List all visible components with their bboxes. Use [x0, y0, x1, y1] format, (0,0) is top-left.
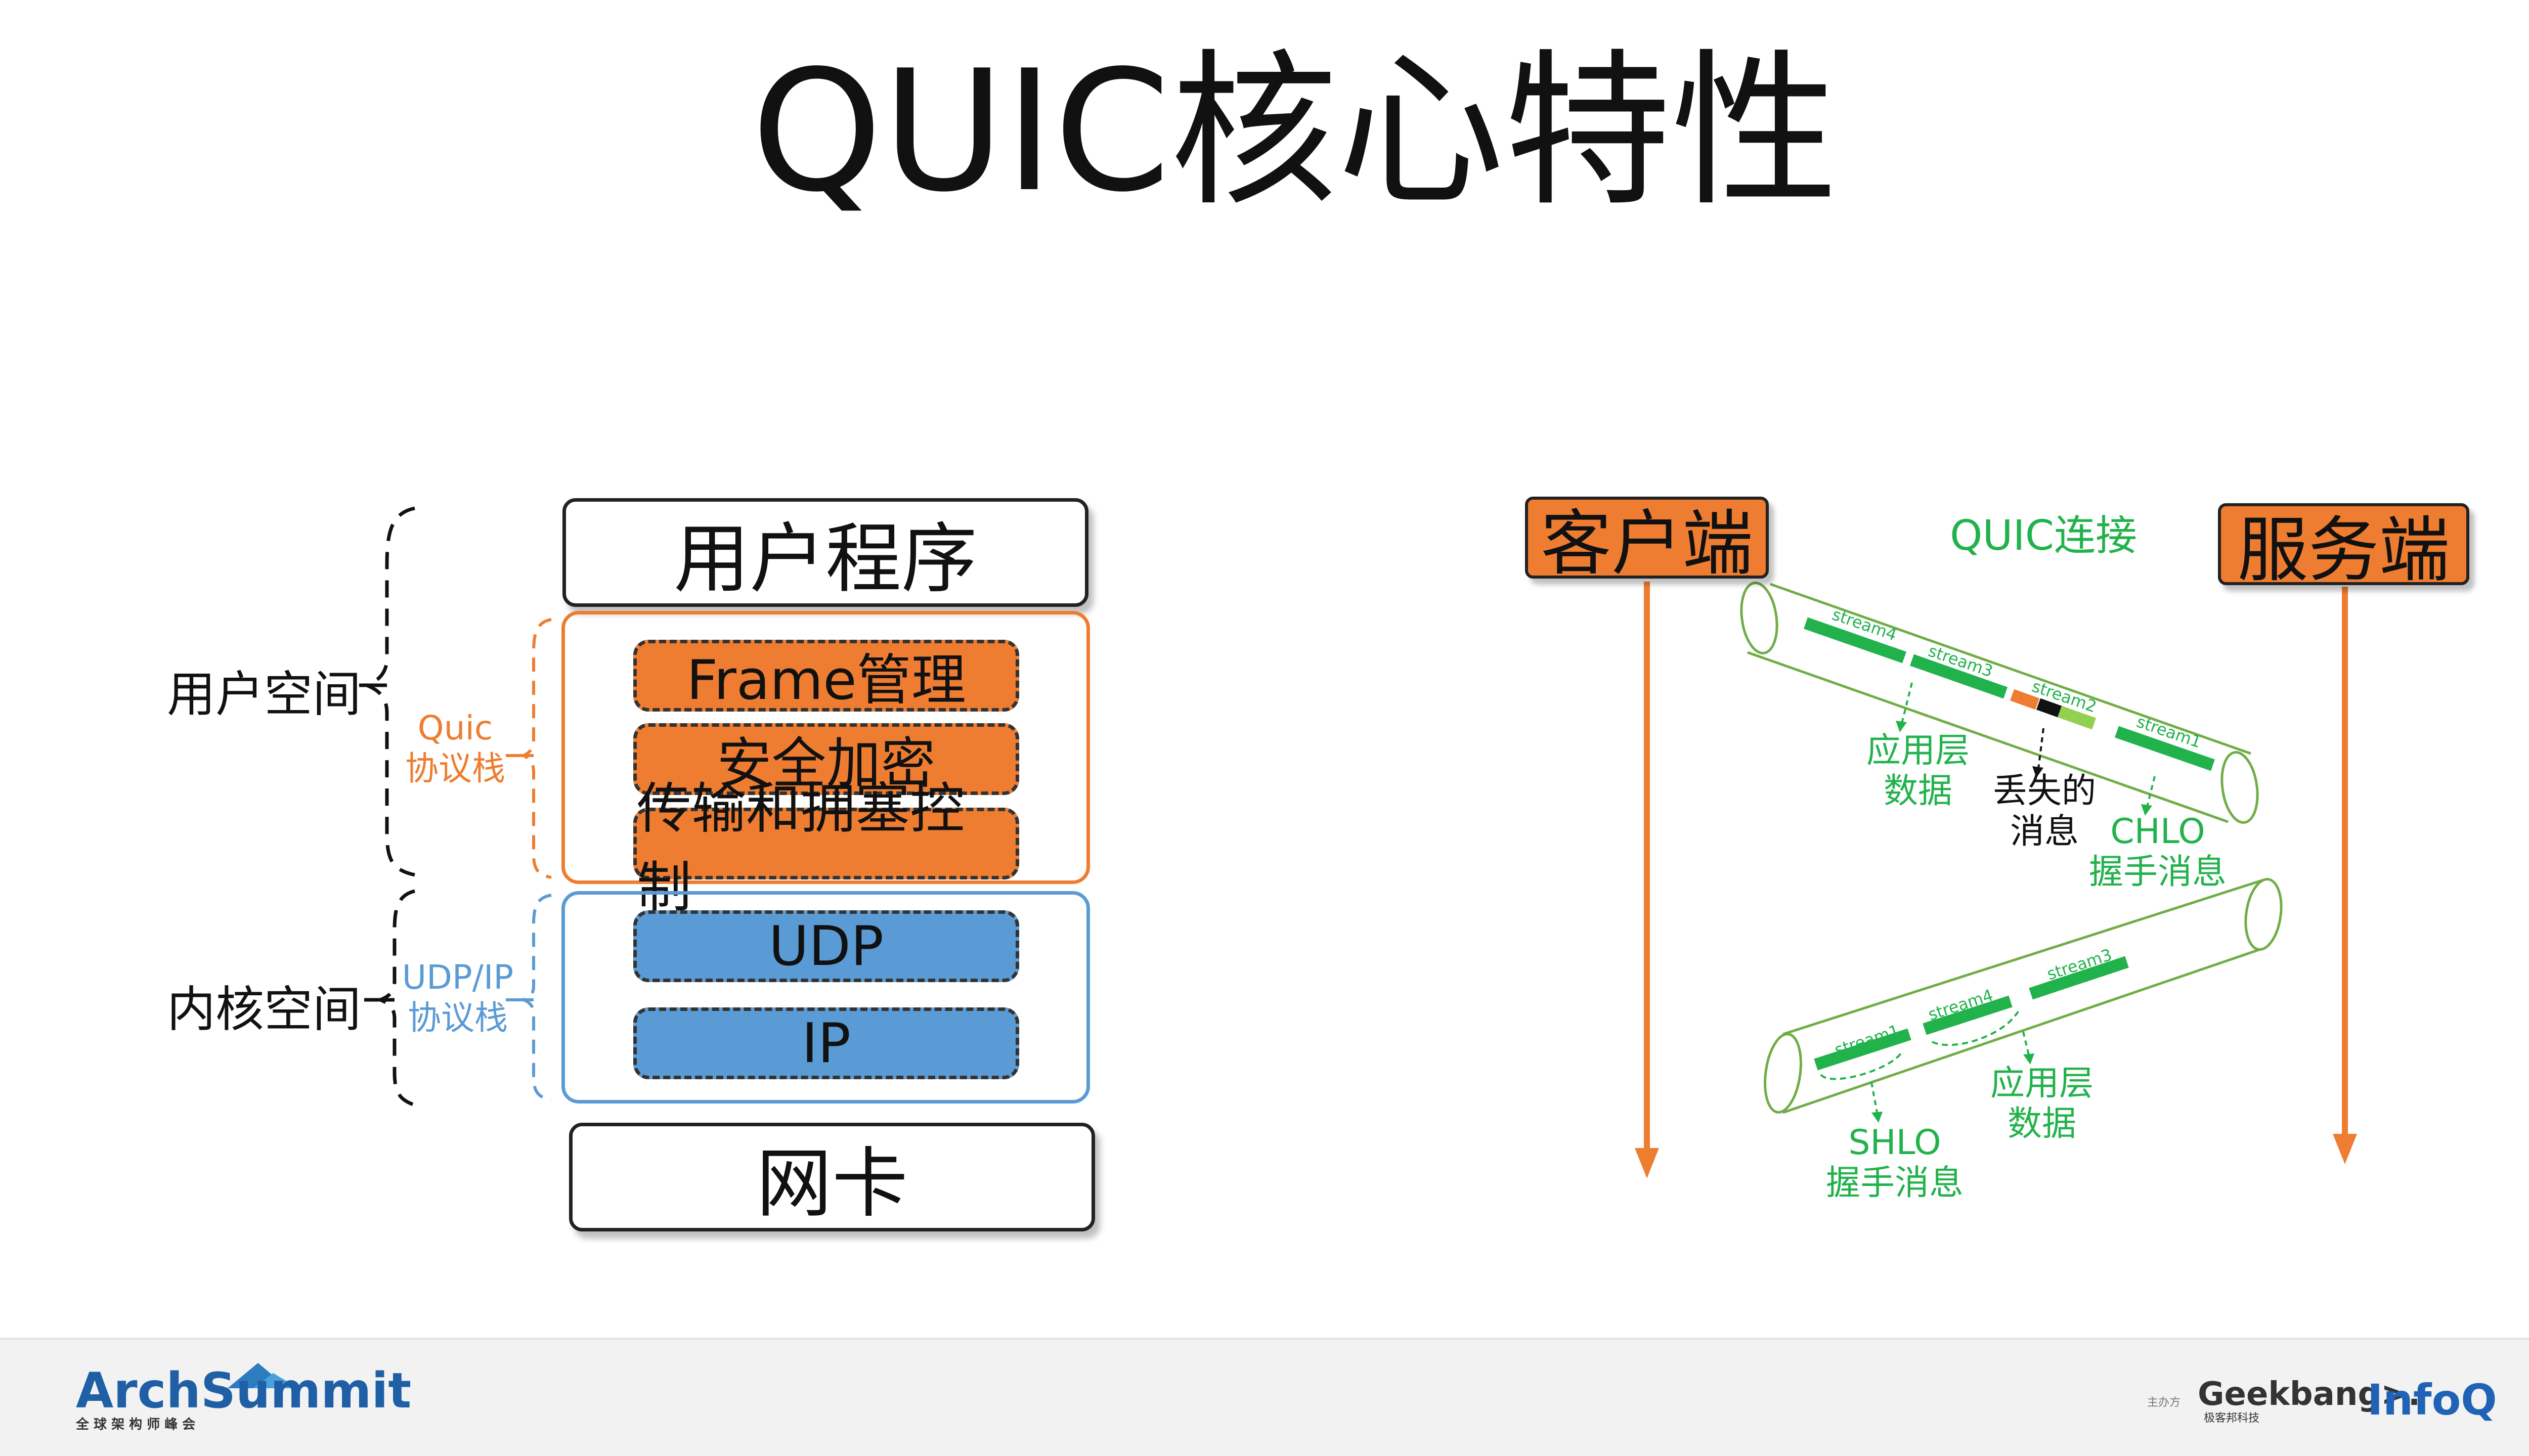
udp-layer: UDP [633, 910, 1019, 982]
organizer-label: 主办方 [2147, 1396, 2181, 1409]
frame-management-layer: Frame管理 [633, 640, 1019, 712]
quic-stack-frame [561, 611, 1090, 884]
upper-pipe [1740, 582, 2259, 824]
shlo-label: SHLO 握手消息 [1826, 1123, 1964, 1203]
footer [0, 1338, 2529, 1456]
kernel-space-label: 内核空间 [167, 981, 361, 1038]
quic-connection-label: QUIC连接 [1950, 512, 2138, 560]
geekbang-logo: Geekbang>. 极客邦科技 [2198, 1376, 2421, 1425]
nic-box: 网卡 [569, 1123, 1095, 1231]
ip-layer: IP [633, 1007, 1019, 1079]
transport-congestion-layer: 传输和拥塞控制 [633, 777, 1019, 919]
client-node: 客户端 [1525, 497, 1769, 585]
chlo-label: CHLO 握手消息 [2089, 812, 2227, 892]
udpip-stack-label: UDP/IP 协议栈 [402, 958, 514, 1037]
app-data-label-lower: 应用层 数据 [1990, 1064, 2094, 1144]
quic-stack-label: Quic 协议栈 [405, 709, 505, 788]
udpip-stack-frame [561, 891, 1090, 1104]
user-program-box: 用户程序 [562, 498, 1088, 607]
archsummit-logo: ArchSummit 全 球 架 构 师 峰 会 [76, 1363, 411, 1433]
app-data-label-upper: 应用层 数据 [1866, 731, 1970, 811]
footer-divider [0, 1338, 2529, 1340]
mountain-icon [228, 1363, 298, 1388]
lower-pipe [1764, 878, 2283, 1123]
page-title: QUIC核心特性 [751, 34, 1839, 229]
lost-message-label: 丢失的 消息 [1993, 771, 2097, 852]
infoq-logo: InfoQ [2367, 1375, 2497, 1425]
user-space-label: 用户空间 [167, 666, 361, 723]
security-encryption-layer: 安全加密 [633, 723, 1019, 796]
server-node: 服务端 [2218, 503, 2469, 592]
